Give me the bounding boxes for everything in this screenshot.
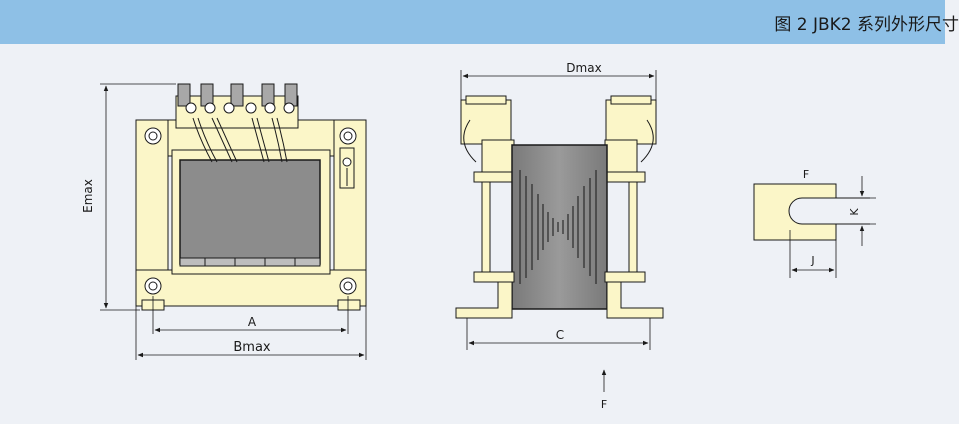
- front-dimensions: [100, 83, 367, 360]
- label-c: C: [556, 328, 564, 342]
- side-view: [455, 95, 664, 319]
- label-bmax: Bmax: [233, 340, 271, 355]
- label-k: K: [848, 208, 861, 216]
- label-f-slot: F: [803, 168, 809, 181]
- slot-detail: [753, 183, 870, 241]
- label-emax: Emax: [81, 179, 95, 213]
- label-j: J: [810, 254, 814, 267]
- drawing-canvas: Emax A Bmax: [0, 44, 945, 419]
- label-f-side: F: [601, 398, 607, 411]
- figure-title: 图 2 JBK2 系列外形尺寸: [774, 15, 959, 35]
- label-a: A: [248, 315, 257, 329]
- label-dmax: Dmax: [566, 61, 601, 75]
- dimension-drawing: Emax A Bmax: [81, 61, 876, 411]
- slot-dimensions: [789, 176, 876, 278]
- title-bar: 图 2 JBK2 系列外形尺寸: [0, 0, 959, 44]
- side-dimensions: [460, 70, 657, 392]
- front-view: [135, 83, 367, 311]
